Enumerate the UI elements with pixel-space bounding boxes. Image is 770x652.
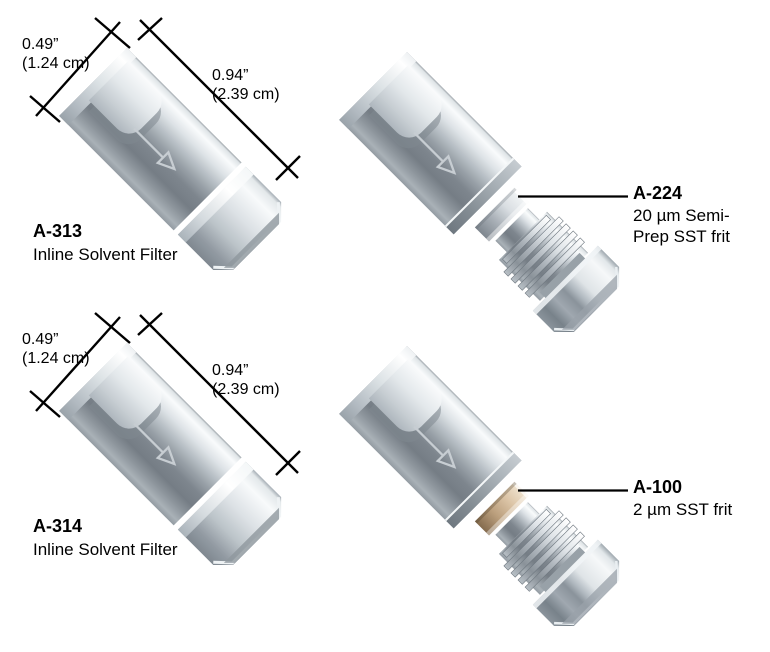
a224-exploded-illustration [337, 50, 631, 344]
a100-exploded-illustration [337, 344, 631, 638]
a100-part-description: 2 µm SST frit [633, 499, 732, 520]
a313-diameter-dimension-label: 0.49” (1.24 cm) [22, 35, 90, 73]
a224-filter-body [337, 50, 523, 236]
a313-part-number: A-313 [33, 221, 83, 241]
length-metric: (2.39 cm) [212, 86, 280, 103]
a100-filter-body [337, 344, 523, 530]
a224-part-number: A-224 [633, 183, 683, 203]
description-line-1: 2 µm SST frit [633, 500, 733, 519]
length-inches: 0.94” [212, 362, 249, 379]
a224-part-description: 20 µm Semi- Prep SST frit [633, 205, 730, 247]
a100-part-number: A-100 [633, 477, 683, 497]
length-inches: 0.94” [212, 67, 249, 84]
a314-part-name: Inline Solvent Filter [33, 540, 178, 559]
length-metric: (2.39 cm) [212, 381, 280, 398]
diameter-inches: 0.49” [22, 36, 59, 53]
diameter-inches: 0.49” [22, 331, 59, 348]
diameter-metric: (1.24 cm) [22, 55, 90, 72]
description-line-2: Prep SST frit [633, 227, 730, 246]
a314-diameter-dimension-label: 0.49” (1.24 cm) [22, 330, 90, 368]
a313-length-dimension-label: 0.94” (2.39 cm) [212, 66, 280, 104]
a314-length-dimension-label: 0.94” (2.39 cm) [212, 361, 280, 399]
a314-part-number: A-314 [33, 516, 83, 536]
description-line-1: 20 µm Semi- [633, 206, 730, 225]
diameter-metric: (1.24 cm) [22, 350, 90, 367]
a313-part-name: Inline Solvent Filter [33, 245, 178, 264]
